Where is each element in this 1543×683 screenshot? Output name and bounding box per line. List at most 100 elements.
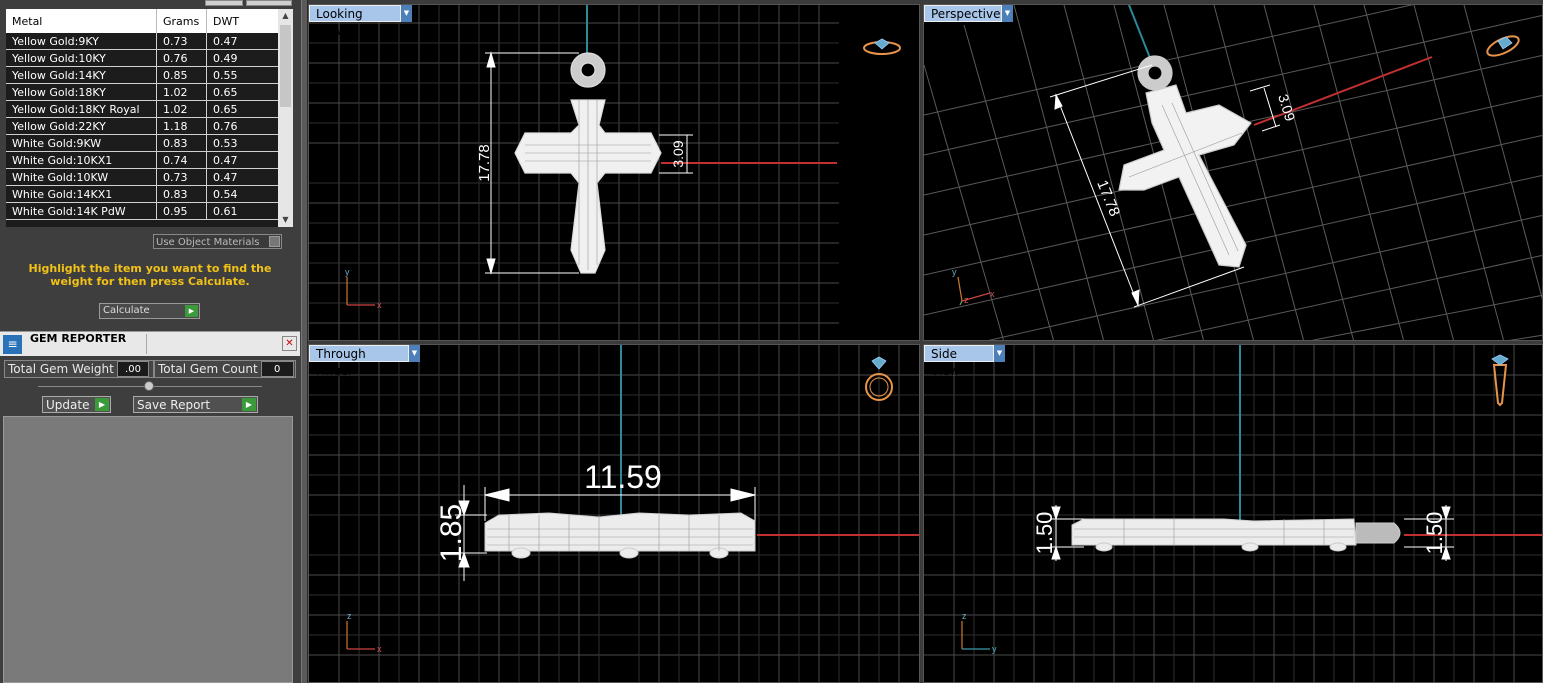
dim-arm-label: 3.09 [1275,92,1298,123]
dwt-cell: 0.47 [207,152,278,169]
grams-cell: 0.83 [157,135,207,152]
use-object-materials-label: Use Object Materials [156,237,260,248]
axis-z-label: z [962,611,967,621]
dwt-cell: 0.49 [207,50,278,67]
dwt-cell: 0.65 [207,84,278,101]
checkbox-icon[interactable] [269,236,280,247]
scroll-down-icon[interactable]: ▼ [282,215,289,224]
grams-cell: 0.85 [157,67,207,84]
dwt-cell: 0.53 [207,135,278,152]
column-header-metal[interactable]: Metal [6,9,157,33]
metal-cell: Yellow Gold:9KY [6,33,157,50]
metal-cell: White Gold:14KX1 [6,186,157,203]
column-header-dwt[interactable]: DWT [213,14,240,28]
dwt-cell: 0.76 [207,118,278,135]
ring-side-icon[interactable] [1491,354,1509,407]
metal-cell: Yellow Gold:22KY [6,118,157,135]
grams-cell: 0.83 [157,186,207,203]
gem-reporter-title: GEM REPORTER [30,332,127,345]
viewport-side-view[interactable]: 1.50 1.50 z y Side View ▼ [923,344,1543,683]
metal-cell: White Gold:10KX1 [6,152,157,169]
grams-cell: 1.02 [157,84,207,101]
grams-cell: 0.95 [157,203,207,220]
gem-reporter-icon: ≡ [3,335,22,354]
viewport-looking-down[interactable]: 17.78 3.09 y x Looking Down ▼ [308,4,920,341]
dim-width-label: 11.59 [584,459,662,495]
close-icon[interactable]: ✕ [282,336,297,351]
metal-cell: Yellow Gold:10KY [6,50,157,67]
axis-x-label: x [377,300,382,310]
metal-cell: Yellow Gold:14KY [6,67,157,84]
toolbar-button-1[interactable] [205,0,243,6]
metal-cell: White Gold:14K PdW [6,203,157,220]
axis-y-label: y [345,267,350,277]
axis-z-label: z [964,295,969,305]
through-finger-canvas: 11.59 1.85 z x [309,345,919,682]
chevron-down-icon[interactable]: ▼ [994,345,1005,362]
grams-cell: 1.02 [157,101,207,118]
axis-x-label: x [990,289,995,299]
metal-cell: Yellow Gold:18KY [6,84,157,101]
dwt-cell: 0.55 [207,67,278,84]
dim-left-label: 1.50 [1032,512,1057,555]
dim-right-label: 1.50 [1422,512,1447,555]
chevron-down-icon[interactable]: ▼ [1002,5,1013,22]
viewport-label-perspective[interactable]: Perspective [924,5,1002,22]
chevron-down-icon[interactable]: ▼ [409,345,420,362]
use-object-materials-checkbox[interactable]: Use Object Materials [153,234,282,249]
panel-splitter[interactable] [301,0,308,683]
ring-top-icon[interactable] [863,38,901,55]
dwt-cell: 0.47 [207,169,278,186]
save-report-button[interactable]: Save Report ▶ [133,396,258,413]
column-header-grams[interactable]: Grams [157,9,207,33]
axis-y-label: y [952,267,957,277]
viewport-label-looking-down[interactable]: Looking Down [309,5,401,38]
grams-cell: 0.73 [157,33,207,50]
slider-knob[interactable] [144,381,154,391]
ring-front-icon[interactable] [865,356,893,401]
chevron-down-icon[interactable]: ▼ [401,5,412,22]
viewport-through-finger[interactable]: 11.59 1.85 z x Through Finger ▼ [308,344,920,683]
viewport-perspective[interactable]: 17.78 3.09 y z x Perspective ▼ [923,4,1543,341]
update-button[interactable]: Update ▶ [42,396,111,413]
looking-down-canvas: 17.78 3.09 y x [309,5,901,340]
dwt-cell: 0.65 [207,101,278,118]
metal-cell: White Gold:10KW [6,169,157,186]
dwt-cell: 0.61 [207,203,278,220]
grams-cell: 0.76 [157,50,207,67]
dwt-cell: 0.47 [207,33,278,50]
total-gem-count-label: Total Gem Count [154,360,296,378]
viewport-label-through-finger[interactable]: Through Finger [309,345,409,378]
viewport-label-side-view[interactable]: Side View [924,345,994,378]
toolbar-button-2[interactable] [246,0,292,6]
play-arrow-icon: ▶ [185,305,198,317]
perspective-canvas: 17.78 3.09 y z x [924,5,1542,340]
save-report-label: Save Report [137,398,211,412]
metal-cell: Yellow Gold:18KY Royal [6,101,157,118]
calculate-button[interactable]: Calculate ▶ [99,303,200,319]
ring-perspective-icon[interactable] [1485,32,1522,59]
play-arrow-icon: ▶ [242,398,256,411]
scroll-thumb[interactable] [280,25,291,107]
dim-thickness-label: 1.85 [435,504,468,562]
axis-x-label: x [377,644,382,654]
gem-reporter-header: ≡ GEM REPORTER ✕ [0,331,300,356]
dwt-cell: 0.54 [207,186,278,203]
scroll-up-icon[interactable]: ▲ [282,11,289,20]
table-scrollbar[interactable]: ▲ ▼ [278,9,293,227]
grams-cell: 0.73 [157,169,207,186]
play-arrow-icon: ▶ [95,398,109,411]
